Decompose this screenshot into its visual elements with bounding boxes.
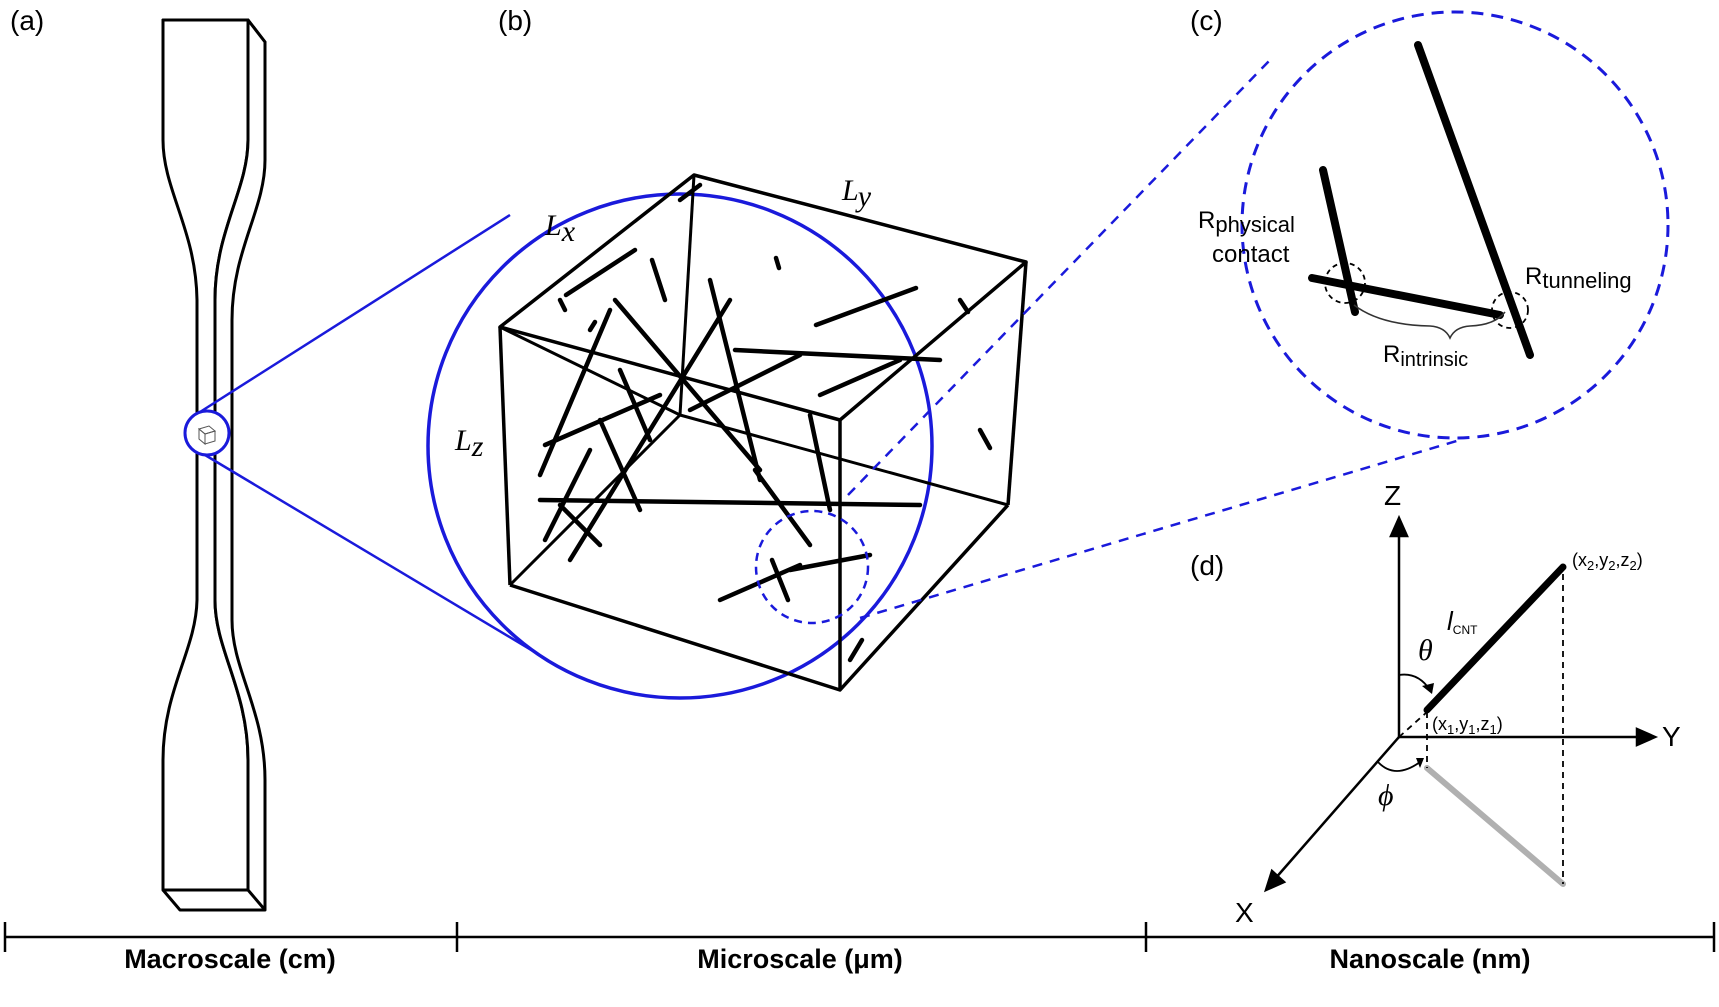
point-1-label: (x1,y1,z1) (1432, 714, 1503, 737)
cnt-fiber (847, 637, 865, 663)
cnt-fiber (707, 277, 763, 483)
cnt-fiber (817, 357, 903, 398)
cnt-fiber (773, 255, 782, 271)
panel-b-label: (b) (498, 5, 532, 36)
cnt-vector (1423, 563, 1567, 714)
cnt-fiber (537, 307, 613, 478)
panel-a-label: (a) (10, 5, 44, 36)
rve-cube (498, 173, 1028, 692)
nanoscale-zoom-circle (1240, 10, 1670, 440)
cnt-long (1414, 41, 1534, 359)
y-axis-label: Y (1662, 721, 1681, 752)
lz-label: Lz (454, 424, 484, 463)
r-physical-contact-line2: contact (1212, 241, 1290, 268)
phi-arc-arrow (1416, 758, 1424, 768)
nanoscale-label: Nanoscale (nm) (1329, 944, 1530, 974)
phi-arc (1377, 761, 1421, 772)
r-physical-contact-label: Rphysical (1198, 207, 1295, 237)
cube-front-left-edge (498, 326, 512, 586)
cnt-fiber (612, 297, 763, 473)
microscale-zoom-circle (426, 192, 934, 700)
cnt-fiber (752, 467, 813, 548)
x-axis (1273, 736, 1400, 881)
cnt-fiber (537, 497, 923, 508)
tunneling-marker (1491, 291, 1529, 329)
cnt-fiber (677, 182, 703, 203)
microscale-label: Microscale (μm) (697, 944, 903, 974)
point-2-label: (x2,y2,z2) (1572, 550, 1643, 573)
dogbone-specimen (161, 18, 267, 912)
cube-bottom-edges (509, 503, 1010, 692)
coordinate-axes (1263, 514, 1659, 893)
cnt-fiber (567, 297, 733, 563)
zoom-lines-b-to-c (847, 59, 1461, 620)
cnt-fiber (557, 297, 568, 313)
x-axis-arrow (1263, 868, 1287, 893)
specimen-zoom-region (183, 409, 231, 457)
y-axis-arrow (1635, 727, 1659, 747)
cnt-length-label: lCNT (1447, 606, 1478, 637)
cnt-fiber (787, 552, 873, 573)
physical-contact-marker (1324, 262, 1366, 304)
cnt-projection (1424, 765, 1566, 887)
intrinsic-brace (1353, 304, 1506, 340)
panel-c-label: (c) (1190, 5, 1223, 36)
cnt-horizontal (1308, 274, 1504, 319)
cnt-fiber (587, 319, 598, 333)
cnt-fiber (542, 447, 593, 543)
cnt-fiber (717, 562, 803, 603)
ly-label: Ly (841, 174, 872, 213)
cube-hidden-diag (679, 413, 1009, 507)
scale-bar (3, 922, 1716, 952)
r-tunneling-label: Rtunneling (1525, 263, 1632, 293)
cnt-fiber (542, 392, 663, 448)
r-intrinsic-label: Rintrinsic (1383, 341, 1468, 371)
theta-label: θ (1418, 634, 1433, 667)
cnt-fiber (649, 257, 668, 303)
cnt-fiber (563, 247, 638, 298)
zoom-lines-a-to-b (199, 213, 549, 662)
junction-cnts (1308, 41, 1534, 359)
lx-label: Lx (544, 209, 576, 248)
projection-guides (1398, 574, 1564, 884)
z-axis-arrow (1389, 514, 1409, 538)
macroscale-label: Macroscale (cm) (124, 944, 336, 974)
microscale-detail-circle (754, 509, 870, 625)
cnt-fiber (617, 367, 653, 443)
cnt-fiber (813, 285, 919, 328)
cnt-fiber (557, 502, 603, 548)
x-axis-label: X (1235, 897, 1254, 928)
cnt-fiber (957, 297, 971, 315)
phi-label: ϕ (1378, 779, 1394, 812)
z-axis-label: Z (1384, 480, 1401, 511)
mini-cube-icon (197, 425, 217, 446)
theta-arc-arrow (1422, 683, 1434, 694)
panel-d-label: (d) (1190, 550, 1224, 581)
cnt-fiber (807, 412, 833, 513)
cnt-fiber (687, 352, 803, 413)
contact-markers (1324, 262, 1529, 329)
cnt-fiber (597, 417, 643, 513)
cnt-fiber (977, 427, 993, 451)
cnt-fiber (769, 557, 791, 603)
specimen-bottom-edge (161, 889, 265, 912)
cube-back-right-edge (1006, 261, 1028, 506)
cnt-network (537, 182, 993, 663)
cnt-fiber (732, 347, 943, 363)
